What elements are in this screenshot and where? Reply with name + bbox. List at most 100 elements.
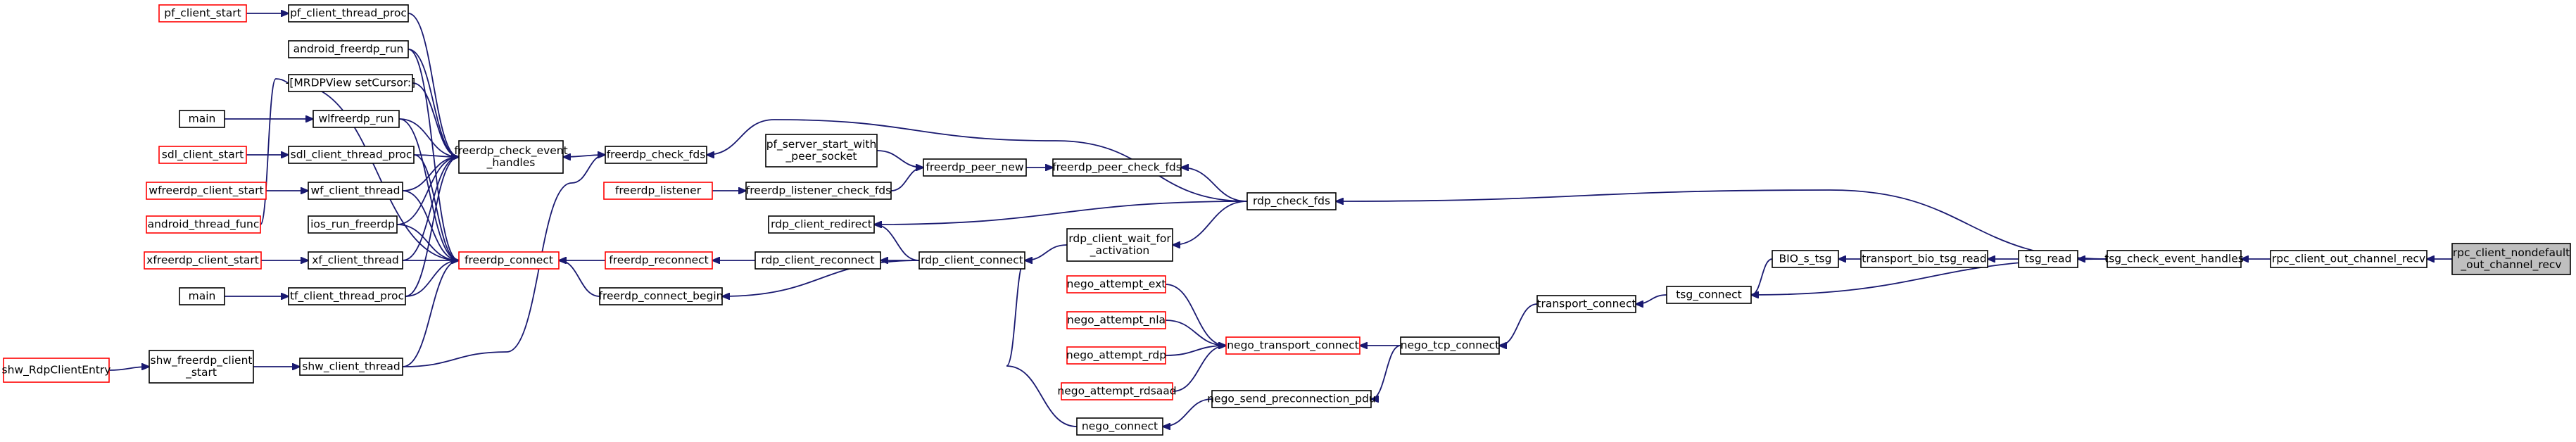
edge-ios_run_freerdp-to-freerdp_check_event_handles	[396, 157, 459, 225]
node-tsg-read[interactable]: tsg_read	[2018, 250, 2078, 268]
node-nego-attempt-rdp[interactable]: nego_attempt_rdp	[1066, 346, 1166, 365]
node-mrdpview-setcursor[interactable]: -[MRDPView setCursor:]	[286, 74, 415, 92]
node-sdl-client-thread-proc[interactable]: sdl_client_thread_proc	[288, 146, 415, 164]
node-rdp-client-connect[interactable]: rdp_client_connect	[918, 251, 1025, 270]
node-label: wf_client_thread	[310, 184, 400, 198]
node-label: freerdp_reconnect	[609, 254, 708, 267]
node-freerdp-listener[interactable]: freerdp_listener	[603, 182, 713, 200]
node-box	[312, 110, 400, 128]
node-rpc-client-nondefault-out-channel-recv[interactable]: rpc_client_nondefault_out_channel_recv	[2451, 243, 2571, 275]
node-box	[2270, 250, 2427, 268]
node-freerdp-connect[interactable]: freerdp_connect	[458, 251, 560, 270]
node-box	[1246, 192, 1337, 210]
node-freerdp-peer-check-fds[interactable]: freerdp_peer_check_fds	[1052, 158, 1182, 177]
node-pf-client-thread-proc[interactable]: pf_client_thread_proc	[288, 4, 409, 23]
node-tf-client-thread-proc[interactable]: tf_client_thread_proc	[288, 287, 406, 305]
node-android-thread-func[interactable]: android_thread_func	[146, 215, 261, 234]
node-nego-tcp-connect[interactable]: nego_tcp_connect	[1400, 336, 1500, 355]
node-transport-bio-tsg-read[interactable]: transport_bio_tsg_read	[1860, 250, 1988, 268]
edge-bio_s_tsg-to-tsg_connect	[1751, 258, 1773, 295]
node-label: freerdp_listener_check_fds	[746, 184, 891, 198]
node-label: pf_server_start_with	[766, 138, 877, 151]
edge-ios_run_freerdp-to-freerdp_connect	[396, 224, 459, 260]
node-rpc-client-out-channel-recv[interactable]: rpc_client_out_channel_recv	[2270, 250, 2427, 268]
node-box	[768, 215, 875, 234]
node-tsg-check-event-handles[interactable]: tsg_check_event_handles	[2104, 250, 2244, 268]
node-pf-client-start[interactable]: pf_client_start	[158, 4, 247, 23]
node-box	[1400, 336, 1500, 355]
node-box	[1860, 250, 1988, 268]
edge-layer	[108, 13, 2452, 427]
node-pf-server-start-with-peer-socket[interactable]: pf_server_start_with_peer_socket	[765, 134, 878, 168]
node-freerdp-peer-new[interactable]: freerdp_peer_new	[923, 158, 1027, 177]
node-box	[3, 358, 110, 383]
node-freerdp-reconnect[interactable]: freerdp_reconnect	[605, 251, 713, 270]
node-sdl-client-start[interactable]: sdl_client_start	[158, 146, 247, 164]
node-label: tsg_check_event_handles	[2104, 253, 2244, 266]
node-android-freerdp-run[interactable]: android_freerdp_run	[288, 40, 409, 58]
node-rdp-client-wait-for-activation[interactable]: rdp_client_wait_for_activation	[1066, 228, 1173, 262]
edge-rdp_client_wait_for_activation-to-rdp_client_connect	[1025, 244, 1068, 260]
node-transport-connect[interactable]: transport_connect	[1536, 295, 1636, 313]
node-label: sdl_client_thread_proc	[291, 149, 412, 162]
node-shw-rdpcliententry[interactable]: shw_RdpClientEntry	[2, 358, 111, 383]
node-main-1[interactable]: main	[179, 110, 225, 128]
edge-nego_attempt_rdsaad-to-nego_transport_connect	[1172, 346, 1226, 392]
node-box	[2107, 250, 2242, 268]
node-label: _handles	[486, 156, 536, 170]
edge-transport_connect-to-nego_tcp_connect	[1499, 303, 1538, 346]
edge-android_freerdp_run-to-freerdp_connect	[408, 49, 459, 260]
node-xf-client-thread[interactable]: xf_client_thread	[308, 251, 403, 270]
edge-pf_server_start_with_peer_socket-to-freerdp_peer_new	[876, 150, 923, 168]
node-label: main	[189, 290, 216, 303]
node-box	[605, 251, 713, 270]
node-label: nego_transport_connect	[1227, 339, 1359, 353]
node-box	[146, 182, 267, 200]
node-freerdp-connect-begin[interactable]: freerdp_connect_begin	[599, 287, 724, 305]
edge-nego_connect-to-rdp_client_connect	[1006, 260, 1078, 427]
node-label: _peer_socket	[785, 150, 857, 163]
node-xfreerdp-client-start[interactable]: xfreerdp_client_start	[144, 251, 262, 270]
node-box	[458, 140, 564, 174]
edge-rdp_check_fds-to-freerdp_peer_check_fds	[1181, 168, 1248, 202]
node-box	[288, 74, 413, 92]
node-nego-connect[interactable]: nego_connect	[1076, 417, 1163, 436]
node-box	[1061, 382, 1173, 400]
edge-shw_rdpcliententry-to-shw_freerdp_client_start	[108, 367, 149, 371]
node-box	[149, 350, 254, 384]
node-label: BIO_s_tsg	[1779, 253, 1832, 266]
node-freerdp-listener-check-fds[interactable]: freerdp_listener_check_fds	[745, 182, 892, 200]
node-wfreerdp-client-start[interactable]: wfreerdp_client_start	[146, 182, 267, 200]
node-wf-client-thread[interactable]: wf_client_thread	[308, 182, 403, 200]
node-label: shw_freerdp_client	[151, 354, 253, 367]
node-nego-attempt-rdsaad[interactable]: nego_attempt_rdsaad	[1057, 382, 1177, 400]
node-rdp-check-fds[interactable]: rdp_check_fds	[1246, 192, 1337, 210]
node-bio-s-tsg[interactable]: BIO_s_tsg	[1772, 250, 1839, 268]
node-nego-attempt-ext[interactable]: nego_attempt_ext	[1066, 275, 1166, 293]
node-label: nego_tcp_connect	[1401, 339, 1499, 353]
node-shw-client-thread[interactable]: shw_client_thread	[299, 358, 403, 376]
node-label: rpc_client_out_channel_recv	[2272, 253, 2425, 266]
node-box	[605, 146, 707, 164]
node-shw-freerdp-client-start[interactable]: shw_freerdp_client_start	[149, 350, 254, 384]
node-box	[299, 358, 403, 376]
node-label: wfreerdp_client_start	[149, 184, 263, 198]
node-label: _activation	[1090, 244, 1150, 258]
node-freerdp-check-fds[interactable]: freerdp_check_fds	[605, 146, 707, 164]
node-label: tsg_read	[2025, 253, 2072, 266]
node-tsg-connect[interactable]: tsg_connect	[1666, 286, 1752, 304]
node-rdp-client-redirect[interactable]: rdp_client_redirect	[768, 215, 875, 234]
node-rdp-client-reconnect[interactable]: rdp_client_reconnect	[755, 251, 881, 270]
node-main-2[interactable]: main	[179, 287, 225, 305]
node-nego-transport-connect[interactable]: nego_transport_connect	[1225, 336, 1360, 355]
node-label: nego_attempt_rdp	[1066, 349, 1166, 362]
node-nego-send-preconnection-pdu[interactable]: nego_send_preconnection_pdu	[1207, 390, 1376, 408]
node-wlfreerdp-run[interactable]: wlfreerdp_run	[312, 110, 400, 128]
node-freerdp-check-event-handles[interactable]: freerdp_check_event_handles	[454, 140, 568, 174]
node-nego-attempt-nla[interactable]: nego_attempt_nla	[1066, 311, 1166, 329]
node-label: xf_client_thread	[312, 254, 399, 267]
node-ios-run-freerdp[interactable]: ios_run_freerdp	[308, 215, 398, 234]
node-label: xfreerdp_client_start	[146, 254, 259, 267]
edge-rdp_client_connect-to-freerdp_connect_begin	[722, 260, 920, 296]
